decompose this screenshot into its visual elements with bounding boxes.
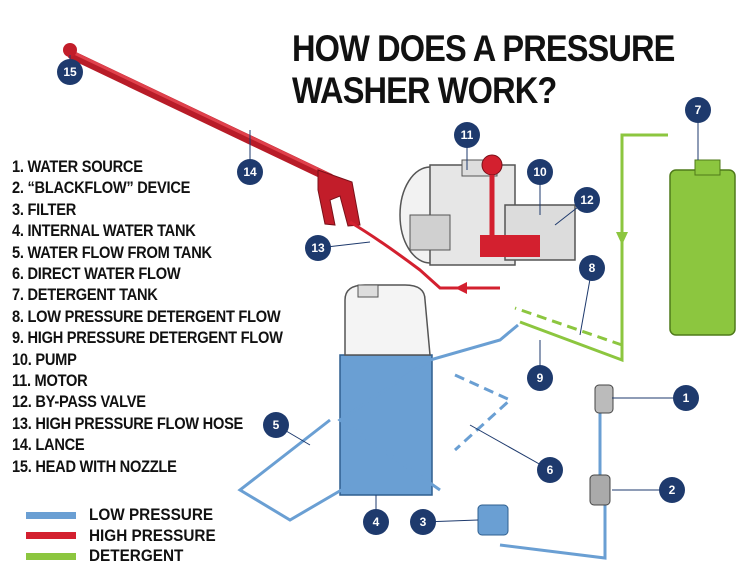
list-item: 12. BY-PASS VALVE [12,392,146,412]
lance [63,43,335,183]
svg-text:6: 6 [547,463,554,477]
water-tap [594,384,614,414]
title-line-2: WASHER WORK? [292,70,557,111]
title-line-1: HOW DOES A PRESSURE [292,28,675,69]
badge-13: 13 [305,235,331,261]
legend-swatch-blue [26,511,76,519]
svg-text:12: 12 [580,193,594,207]
badge-1: 1 [673,385,699,411]
detergent-tank [669,159,736,336]
svg-text:11: 11 [461,128,474,142]
legend-label: DETERGENT [89,546,184,566]
list-item: 13. HIGH PRESSURE FLOW HOSE [12,413,244,433]
badge-4: 4 [363,509,389,535]
badge-6: 6 [537,457,563,483]
low-pressure-lines [237,323,607,560]
badge-5: 5 [263,412,289,438]
svg-text:10: 10 [533,165,547,179]
list-item: 6. DIRECT WATER FLOW [12,264,181,284]
svg-text:8: 8 [589,261,596,275]
svg-text:9: 9 [537,371,544,385]
svg-text:2: 2 [669,483,676,497]
svg-text:7: 7 [695,103,702,117]
legend-label: HIGH PRESSURE [89,525,216,545]
svg-text:3: 3 [420,515,427,529]
list-item: 3. FILTER [12,199,77,219]
badge-12: 12 [574,187,600,213]
list-item: 1. WATER SOURCE [12,157,143,176]
list-item: 7. DETERGENT TANK [12,285,158,305]
internal-water-tank [339,284,433,496]
list-item: 10. PUMP [12,349,77,369]
backflow-device [589,474,611,506]
list-item: 14. LANCE [12,435,85,455]
legend-label: LOW PRESSURE [89,505,214,525]
badge-15: 15 [57,59,83,85]
list-item: 11. MOTOR [12,371,88,391]
badge-8: 8 [579,255,605,281]
list-item: 5. WATER FLOW FROM TANK [12,242,212,262]
detergent-flow-line [519,133,668,363]
legend: LOW PRESSURE HIGH PRESSURE DETERGENT [26,505,230,567]
svg-text:4: 4 [373,515,380,529]
filter [477,504,509,536]
badge-7: 7 [685,97,711,123]
badge-14: 14 [237,159,263,185]
legend-detergent: DETERGENT [26,546,230,567]
list-item: 9. HIGH PRESSURE DETERGENT FLOW [12,328,283,348]
parts-list: 1. WATER SOURCE 2. “BLACKFLOW” DEVICE 3.… [12,156,327,477]
legend-swatch-green [26,552,76,560]
pump [480,154,576,261]
low-pressure-detergent-line [514,306,623,347]
legend-high-pressure: HIGH PRESSURE [26,526,230,547]
list-item: 2. “BLACKFLOW” DEVICE [12,178,191,198]
svg-text:14: 14 [243,165,257,179]
badge-9: 9 [527,365,553,391]
badge-2: 2 [659,477,685,503]
legend-low-pressure: LOW PRESSURE [26,505,230,526]
svg-text:15: 15 [63,65,77,79]
badge-10: 10 [527,159,553,185]
badge-11: 11 [454,122,480,148]
high-pressure-hose [349,220,500,290]
legend-swatch-red [26,532,76,540]
spray-gun [317,169,361,227]
list-item: 4. INTERNAL WATER TANK [12,221,196,241]
direct-water-flow-dashed [453,373,513,452]
svg-text:1: 1 [683,391,690,405]
svg-text:5: 5 [273,418,280,432]
badge-3: 3 [410,509,436,535]
svg-text:13: 13 [311,241,325,255]
list-item: 15. HEAD WITH NOZZLE [12,456,177,476]
list-item: 8. LOW PRESSURE DETERGENT FLOW [12,306,281,326]
